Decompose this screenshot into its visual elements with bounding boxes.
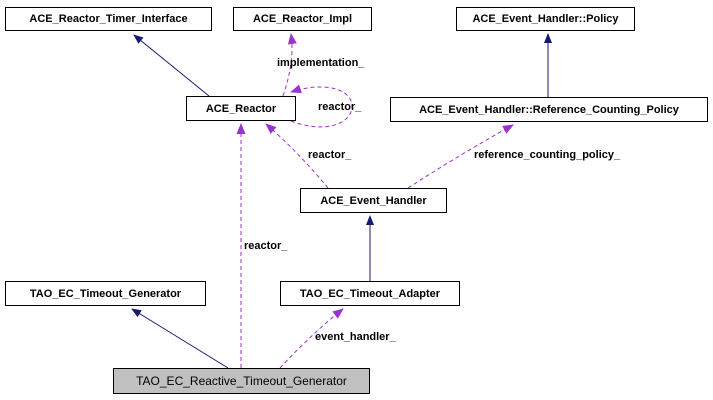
edge-label-implementation: implementation_ xyxy=(277,57,365,69)
node-ace-reactor-impl[interactable]: ACE_Reactor_Impl xyxy=(233,7,372,31)
edge-inherit-reactive-generator-to-timeout-generator xyxy=(131,308,229,369)
node-tao-ec-reactive-timeout-generator: TAO_EC_Reactive_Timeout_Generator xyxy=(113,368,370,394)
node-ace-event-handler-policy[interactable]: ACE_Event_Handler::Policy xyxy=(456,7,635,31)
edge-usage-event-handler xyxy=(279,308,344,369)
edge-usage-implementation xyxy=(282,33,297,97)
edge-label-reactor-mid: reactor_ xyxy=(308,149,352,161)
edge-usage-reference-counting-policy xyxy=(407,124,514,189)
node-tao-ec-timeout-adapter[interactable]: TAO_EC_Timeout_Adapter xyxy=(280,281,460,306)
edge-usage-reactor-self-loop xyxy=(290,84,353,128)
node-ace-reactor-timer-interface[interactable]: ACE_Reactor_Timer_Interface xyxy=(5,7,212,31)
node-ace-event-handler-reference-counting-policy[interactable]: ACE_Event_Handler::Reference_Counting_Po… xyxy=(390,97,708,122)
edge-label-reactor-self: reactor_ xyxy=(318,101,362,113)
edge-label-reference-counting-policy: reference_counting_policy_ xyxy=(474,149,621,161)
node-ace-reactor[interactable]: ACE_Reactor xyxy=(186,96,296,121)
edge-inherit-reactor-to-timer-interface xyxy=(133,34,210,97)
edge-label-event-handler: event_handler_ xyxy=(315,331,396,343)
edge-usage-reactor-from-event-handler xyxy=(265,123,329,189)
node-ace-event-handler[interactable]: ACE_Event_Handler xyxy=(300,188,447,213)
edge-label-reactor-vertical: reactor_ xyxy=(244,240,288,252)
node-tao-ec-timeout-generator[interactable]: TAO_EC_Timeout_Generator xyxy=(5,281,206,306)
